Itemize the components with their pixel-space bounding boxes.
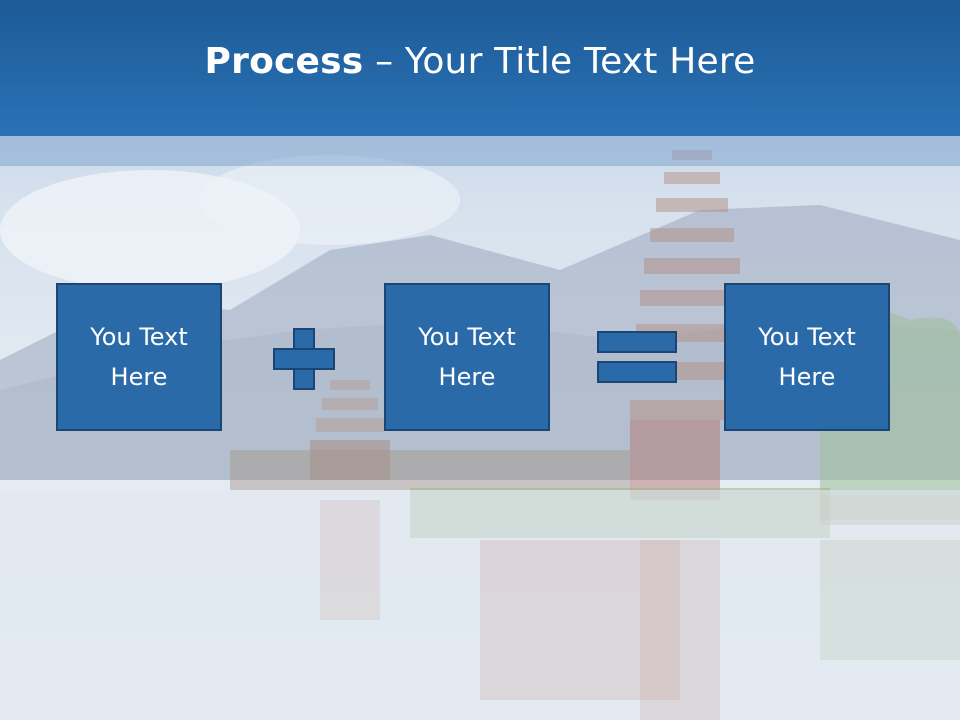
process-box-1-line2: Here bbox=[110, 363, 168, 391]
process-box-3-line2: Here bbox=[778, 363, 836, 391]
process-box-1-text: You Text Here bbox=[74, 317, 204, 397]
process-box-3-line1: You Text bbox=[758, 323, 856, 351]
plus-icon bbox=[273, 328, 335, 390]
process-box-1[interactable]: You Text Here bbox=[56, 283, 222, 431]
slide-title[interactable]: Process – Your Title Text Here bbox=[205, 41, 756, 82]
slide-title-bold: Process bbox=[204, 40, 364, 82]
process-box-3[interactable]: You Text Here bbox=[724, 283, 890, 431]
title-bar: Process – Your Title Text Here bbox=[0, 0, 960, 136]
slide-title-rest: – Your Title Text Here bbox=[363, 40, 756, 82]
process-box-2[interactable]: You Text Here bbox=[384, 283, 550, 431]
process-box-2-text: You Text Here bbox=[402, 317, 532, 397]
process-box-2-line2: Here bbox=[438, 363, 496, 391]
title-underband bbox=[0, 136, 960, 166]
process-box-2-line1: You Text bbox=[418, 323, 516, 351]
process-box-3-text: You Text Here bbox=[742, 317, 872, 397]
process-box-1-line1: You Text bbox=[90, 323, 188, 351]
equals-icon bbox=[597, 331, 677, 383]
